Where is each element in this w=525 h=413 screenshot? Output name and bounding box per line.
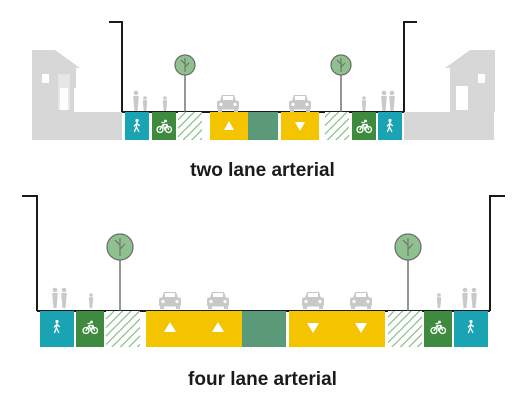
ground-left [32,112,122,140]
arrow-up-icon [224,121,234,130]
arrow-up-icon [212,322,224,332]
car-icon [302,292,324,309]
tree-left [174,54,196,112]
pedestrians-left [133,90,168,111]
car-icon [159,292,181,309]
house-right [445,50,495,112]
tree-right [330,54,352,112]
median [242,311,286,347]
planting-buffer-left [178,112,202,140]
arrow-up-icon [164,322,176,332]
planting-buffer-right [388,311,422,347]
arrow-down-icon [295,122,305,131]
pedestrians-left [52,287,94,308]
arrow-down-icon [355,323,367,333]
car-icon [217,95,239,112]
section-caption-two-lane: two lane arterial [190,160,335,181]
two-lane-section [32,21,495,140]
pedestrians-right [361,90,395,111]
car-icon [289,95,311,112]
arrow-down-icon [307,323,319,333]
four-lane-section [22,195,505,347]
right-of-way-left [22,195,38,311]
planting-buffer-left [106,311,140,347]
house-left [32,50,80,112]
tree-right [394,233,422,311]
pedestrians-right [436,287,477,308]
right-of-way-right [403,21,417,112]
planting-buffer-right [325,112,349,140]
car-icon [350,292,372,309]
right-of-way-left [109,21,123,112]
median [248,112,278,140]
section-caption-four-lane: four lane arterial [188,369,337,390]
car-icon [207,292,229,309]
right-of-way-right [489,195,505,311]
tree-left [106,233,134,311]
ground-right [404,112,494,140]
